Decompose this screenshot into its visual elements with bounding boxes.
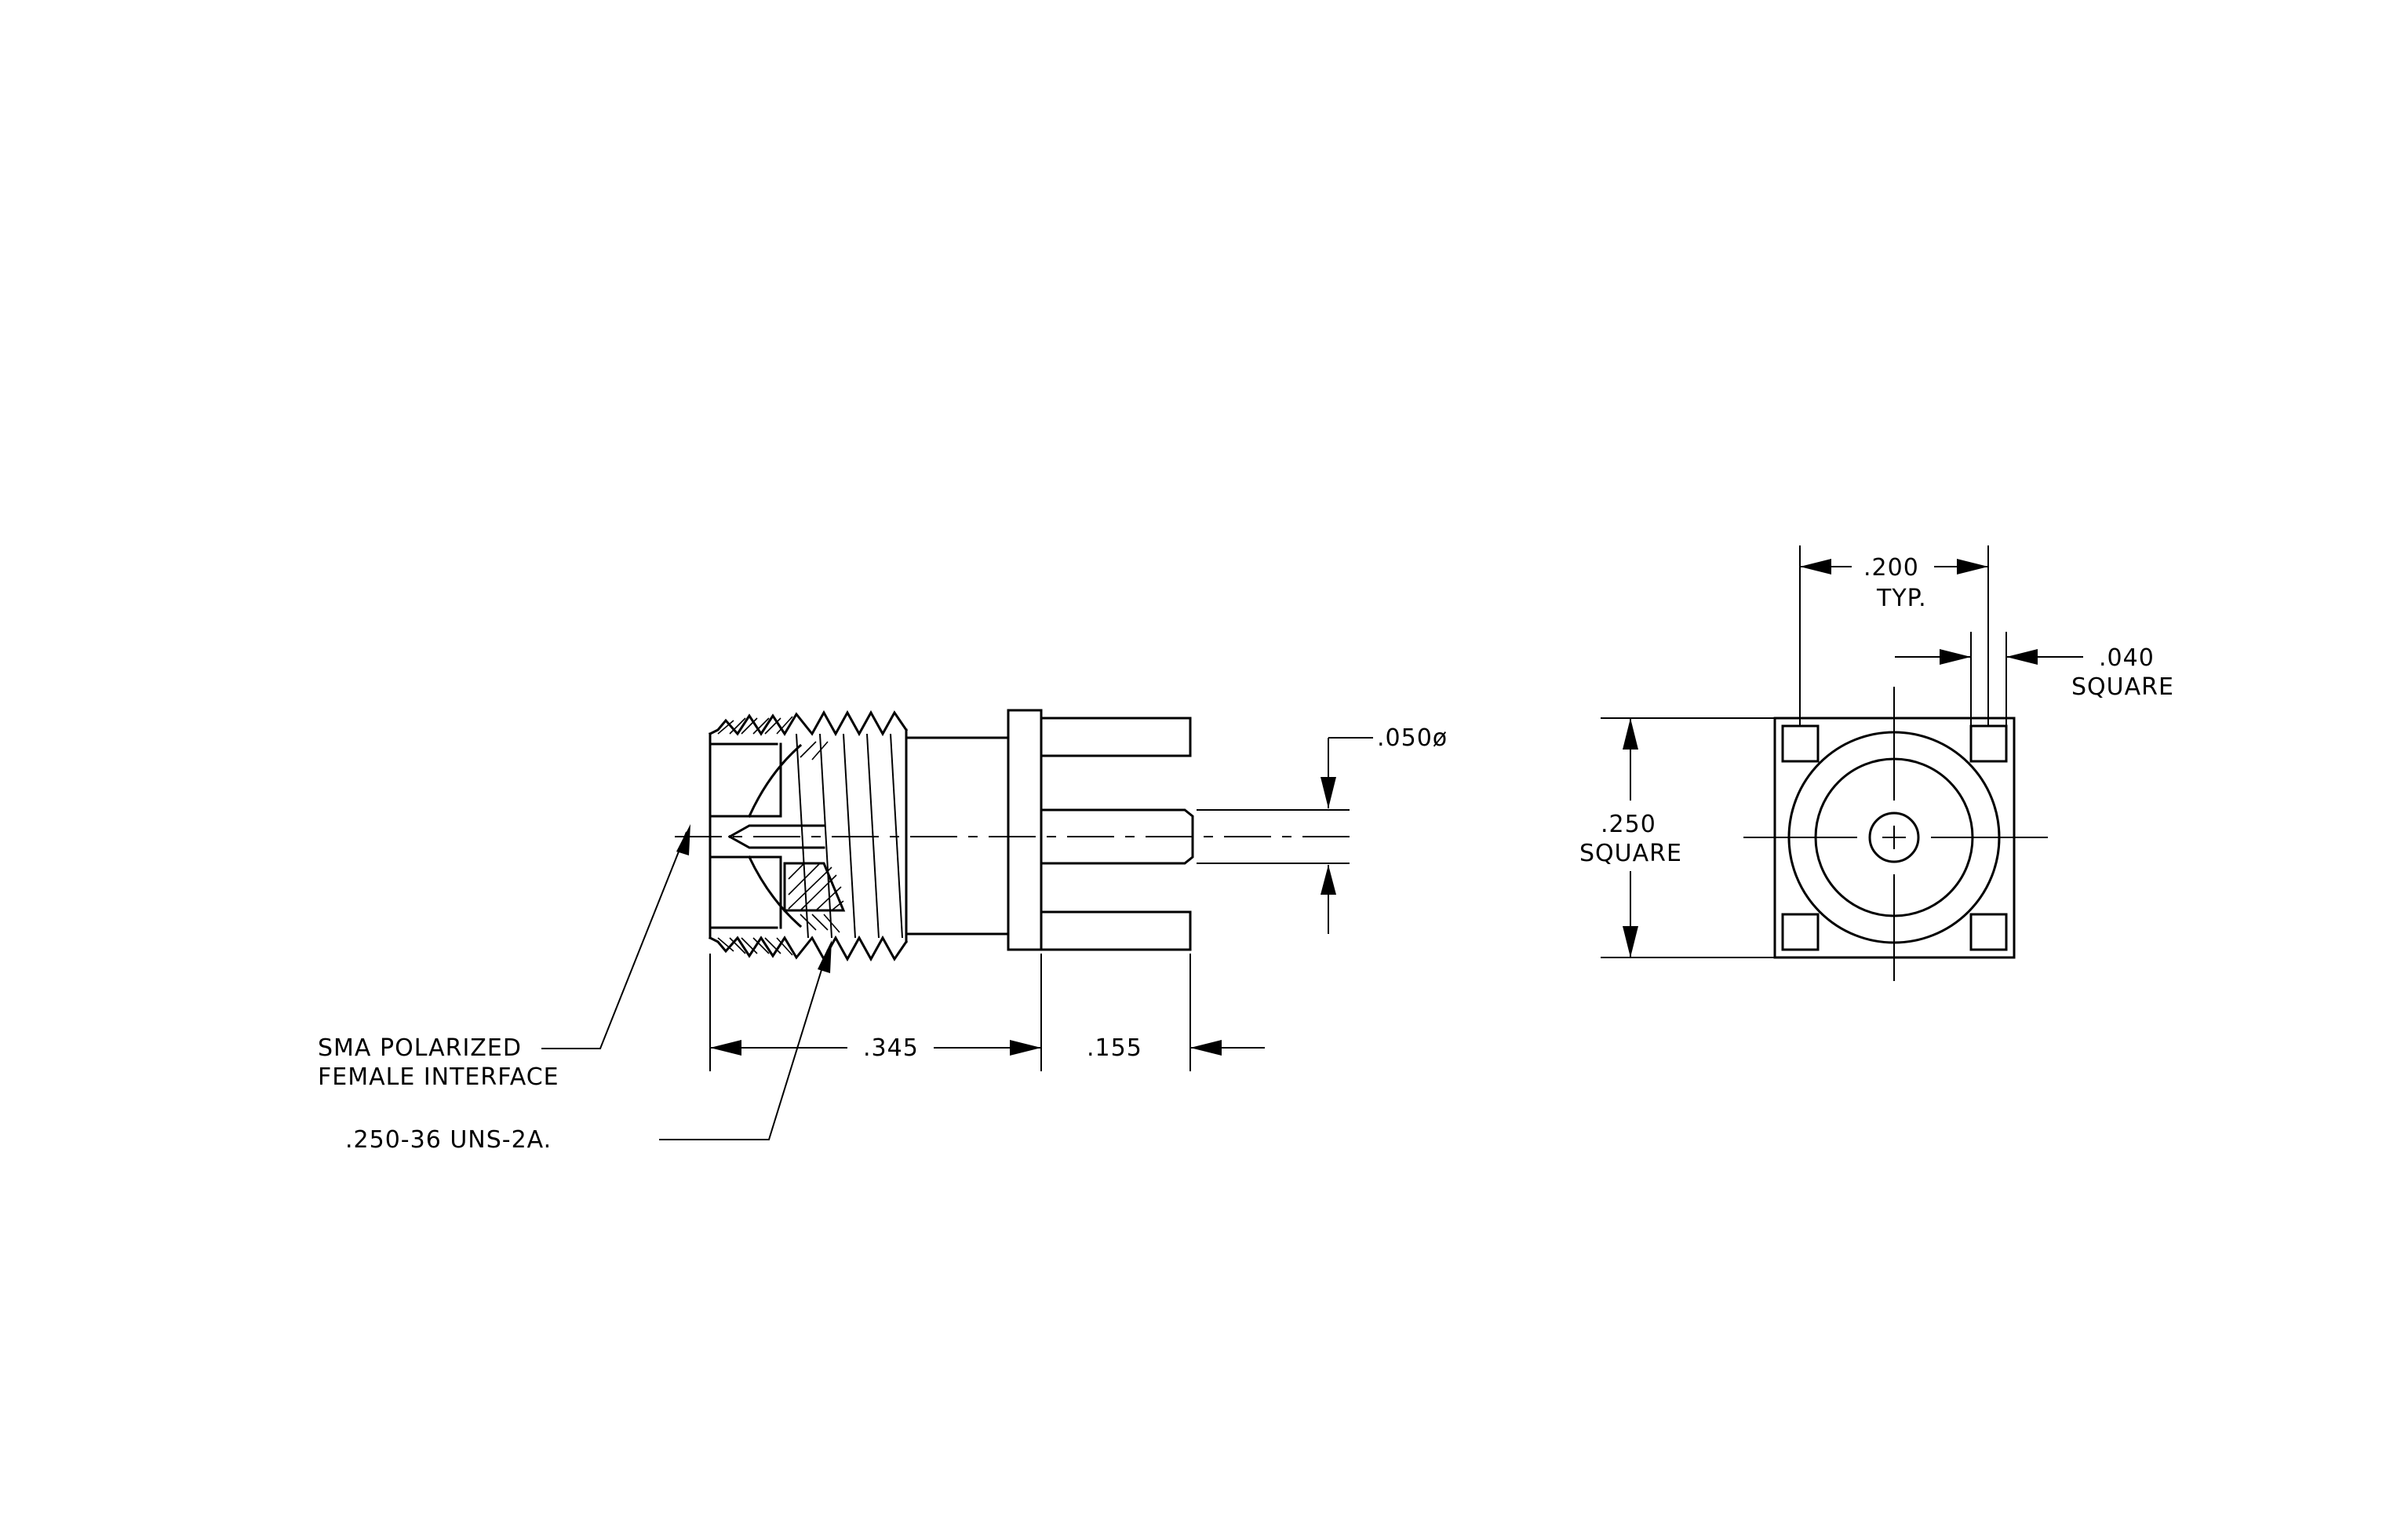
threaded-body	[708, 709, 909, 962]
pins	[1040, 717, 1194, 951]
pin-spacing-label: .200	[1863, 554, 1919, 582]
pad-bottom-right	[1969, 913, 2008, 951]
pad-top-right	[1969, 724, 2008, 763]
pad-size-label: .040	[2099, 644, 2155, 672]
flange	[1007, 709, 1043, 951]
end-view: .200 TYP. .040 SQUARE .250 SQUARE	[1579, 545, 2174, 981]
body-length-label: .345	[863, 1034, 919, 1062]
pad-bottom-left	[1781, 913, 1820, 951]
flange-size-note: SQUARE	[1579, 840, 1682, 867]
pin-length-label: .155	[1087, 1034, 1142, 1062]
section-hatching	[717, 716, 846, 956]
center-pin-circle	[1868, 812, 1920, 863]
pin-diameter-label: .050ø	[1377, 724, 1448, 752]
pin-spacing-note: TYP.	[1876, 585, 1927, 612]
side-view: .050ø .345 .155 SMA POLARIZED FEMALE INT…	[318, 709, 1448, 1154]
interface-label-line1: SMA POLARIZED	[318, 1034, 522, 1062]
flange-size-label: .250	[1601, 811, 1656, 838]
interface-label-line2: FEMALE INTERFACE	[318, 1063, 559, 1091]
thread-spec-label: .250-36 UNS-2A.	[345, 1126, 552, 1154]
pad-top-left	[1781, 724, 1820, 763]
pad-size-note: SQUARE	[2071, 673, 2174, 701]
